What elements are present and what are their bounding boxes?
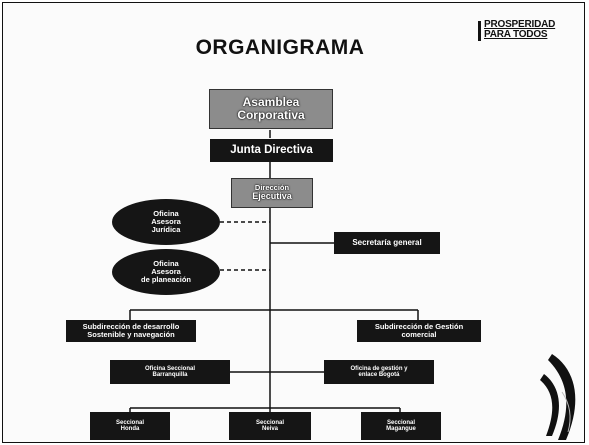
oficina-barranquilla-line-1: Oficina Seccional xyxy=(144,365,196,372)
asamblea-line-1: Asamblea xyxy=(242,95,300,110)
seccional-neiva-line-2: Neiva xyxy=(261,426,278,432)
node-seccional-neiva: Seccional Neiva xyxy=(229,412,311,440)
sub-gestion-line-1: Subdirección de Gestión xyxy=(374,322,464,332)
oficina-barranquilla-line-2: Barranquilla xyxy=(152,372,188,378)
logo-line-2: PARA TODOS xyxy=(484,29,548,40)
oficina-planeacion-line-2: Asesora xyxy=(151,267,181,277)
node-oficina-seccional-barranquilla: Oficina Seccional Barranquilla xyxy=(110,360,230,384)
node-subdireccion-gestion-comercial: Subdirección de Gestión comercial xyxy=(357,320,481,342)
node-oficina-gestion-bogota: Oficina de gestión y enlace Bogotá xyxy=(324,360,434,384)
junta-label: Junta Directiva xyxy=(230,144,313,157)
node-seccional-honda: Seccional Honda xyxy=(90,412,170,440)
page-title: ORGANIGRAMA xyxy=(195,36,365,59)
node-oficina-asesora-juridica: Oficina Asesora Jurídica xyxy=(112,199,220,245)
seccional-honda-line-2: Honda xyxy=(120,426,140,432)
sub-desarrollo-line-1: Subdirección de desarrollo xyxy=(82,322,180,332)
node-oficina-asesora-planeacion: Oficina Asesora de planeación xyxy=(112,249,220,295)
seccional-magangue-line-2: Magangue xyxy=(386,426,416,432)
node-seccional-magangue: Seccional Magangue xyxy=(361,412,441,440)
logo-bar-icon xyxy=(478,21,481,41)
oficina-bogota-line-2: enlace Bogotá xyxy=(358,372,400,378)
seccional-neiva-line-1: Seccional xyxy=(255,419,284,426)
prosperidad-logo: PROSPERIDAD PARA TODOS xyxy=(478,19,586,41)
logo-line-1: PROSPERIDAD xyxy=(484,19,556,30)
direccion-line-2: Ejecutiva xyxy=(252,191,292,202)
node-asamblea-corporativa: Asamblea Corporativa xyxy=(209,89,333,129)
direccion-line-1: Dirección xyxy=(254,183,290,193)
oficina-planeacion-line-3: de planeación xyxy=(140,274,191,284)
seccional-magangue-line-1: Seccional xyxy=(386,419,415,426)
node-junta-directiva: Junta Directiva xyxy=(210,139,333,162)
node-subdireccion-desarrollo: Subdirección de desarrollo Sostenible y … xyxy=(66,320,196,342)
oficina-planeacion-line-1: Oficina xyxy=(153,259,179,269)
asamblea-line-2: Corporativa xyxy=(237,108,305,122)
node-secretaria-general: Secretaría general xyxy=(334,232,440,254)
oficina-juridica-line-2: Asesora xyxy=(151,217,181,227)
seccional-honda-line-1: Seccional xyxy=(115,419,144,426)
node-direccion-ejecutiva: Dirección Ejecutiva xyxy=(231,178,313,208)
secretaria-label: Secretaría general xyxy=(352,237,422,247)
oficina-juridica-line-3: Jurídica xyxy=(151,224,181,234)
swoosh-logo-icon xyxy=(540,354,576,440)
sub-desarrollo-line-2: Sostenible y navegación xyxy=(87,330,175,339)
oficina-bogota-line-1: Oficina de gestión y xyxy=(350,365,408,372)
sub-gestion-line-2: comercial xyxy=(401,330,437,339)
oficina-juridica-line-1: Oficina xyxy=(153,209,179,219)
